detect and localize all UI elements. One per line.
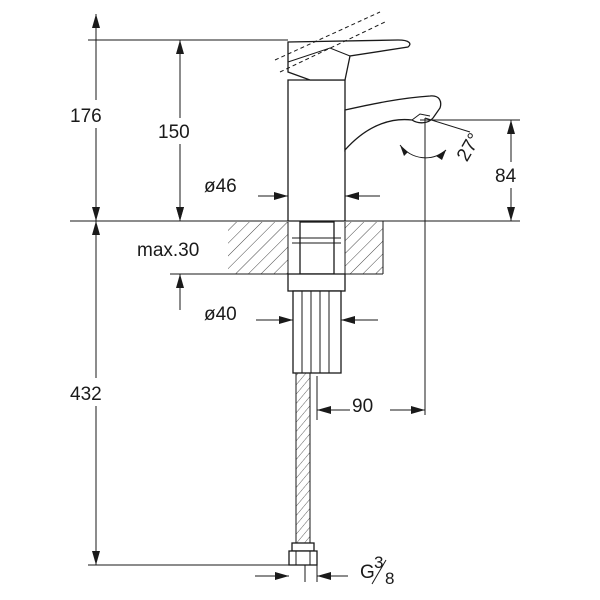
label-150: 150: [158, 122, 190, 143]
dim-counter-thickness: max.30: [132, 200, 228, 310]
aerator: [411, 113, 431, 121]
label-90: 90: [352, 396, 373, 417]
hose-ferrule: [291, 542, 315, 552]
handle-edge: [287, 47, 351, 63]
faucet-spout: [344, 95, 442, 152]
dim-total-height: 176: [60, 14, 130, 221]
label-84: 84: [495, 166, 517, 187]
arrowhead: [436, 150, 446, 160]
arrowhead: [92, 551, 100, 565]
label-bg: [150, 118, 212, 144]
label-432: 432: [70, 384, 102, 405]
extension-lines: [88, 39, 520, 582]
arrowhead: [92, 14, 100, 28]
dim-shank-diameter: ø40: [204, 304, 378, 325]
dim-body-height: 150: [150, 40, 212, 221]
hose-braid: [295, 372, 311, 544]
mounting-nut: [287, 273, 346, 292]
arrowhead: [507, 207, 515, 221]
arrowhead: [317, 406, 331, 414]
arrowhead: [411, 406, 425, 414]
dim-body-diameter: ø46: [204, 176, 380, 200]
hose-connector-nut: [288, 550, 318, 566]
arrowhead: [92, 221, 100, 235]
dim-spout-height: 84: [492, 120, 532, 221]
dim-spout-angle: 27°: [399, 117, 486, 165]
arrowhead: [176, 40, 184, 54]
dim-reach: 90: [316, 376, 425, 420]
arrowhead: [345, 192, 359, 200]
arrowhead: [176, 274, 184, 288]
label-bg: [60, 378, 130, 406]
arrowhead: [176, 207, 184, 221]
label-bg: [492, 162, 532, 188]
arrowhead: [279, 316, 293, 324]
arrowhead: [317, 572, 331, 580]
label-bg: [350, 392, 390, 416]
flexible-hose: [288, 372, 318, 566]
arrowhead: [341, 316, 355, 324]
label-diameter-46: ø46: [204, 176, 237, 197]
label-connection-numerator: 3: [374, 553, 383, 572]
label-connection-g: G: [360, 562, 375, 583]
faucet-body: [287, 79, 346, 222]
label-27-deg: 27°: [453, 130, 486, 165]
arrowhead: [275, 572, 289, 580]
label-176: 176: [70, 106, 102, 127]
label-bg: [132, 234, 228, 262]
angle-ray: [424, 117, 471, 133]
label-diameter-40: ø40: [204, 304, 237, 325]
faucet-handle: [287, 39, 411, 81]
threaded-rod: [299, 221, 335, 275]
handle-tilt-ghost: [274, 11, 381, 61]
dim-hose-length: 432: [60, 221, 130, 565]
arrowhead: [274, 192, 288, 200]
arrowhead: [92, 207, 100, 221]
label-bg: [60, 100, 130, 128]
label-max-30: max.30: [137, 240, 199, 261]
faucet: [274, 11, 442, 222]
fixing-sleeve: [292, 290, 342, 374]
handle-tilt-ghost-2: [279, 21, 386, 73]
arrowhead: [400, 145, 408, 156]
arrowhead: [507, 120, 515, 134]
dim-connection: G 3 8: [255, 553, 394, 588]
label-connection-denominator: 8: [385, 569, 394, 588]
fraction-slash: [371, 559, 387, 585]
shank-assembly: [287, 221, 346, 374]
